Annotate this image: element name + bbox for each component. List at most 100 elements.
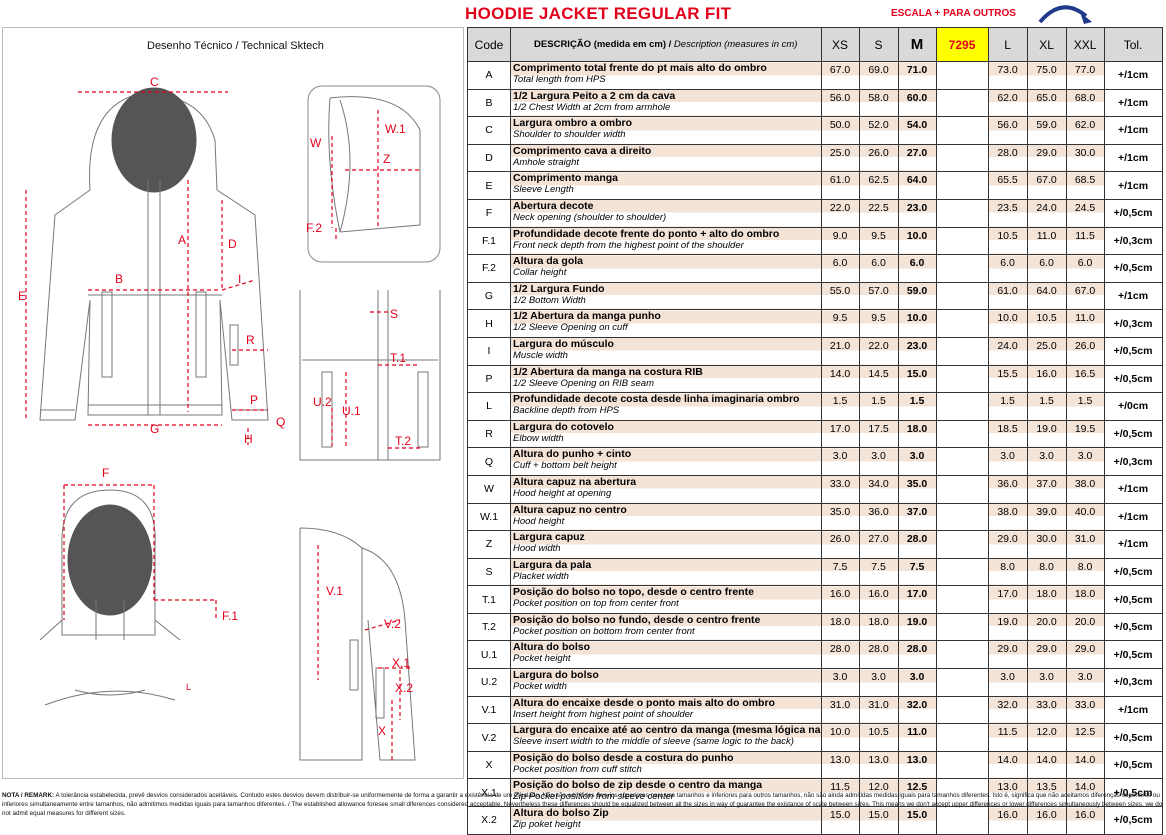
value-xs: 21.0: [820, 336, 860, 366]
value-xxl: 3.0: [1065, 447, 1105, 476]
value-ref: [935, 502, 989, 532]
value-xl: 16.0: [1026, 364, 1067, 394]
value-s: 22.5: [858, 198, 899, 228]
value-m: 27.0: [897, 143, 937, 173]
description-pt: Comprimento manga: [513, 172, 619, 185]
value-ref: [935, 585, 989, 614]
label-x1: X.1: [392, 656, 410, 670]
description-en: Collar height: [513, 267, 567, 279]
value-ref: [935, 336, 989, 366]
value-m: 18.0: [897, 419, 937, 449]
value-tolerance: +/0,5cm: [1103, 585, 1163, 614]
value-ref: [935, 309, 989, 338]
value-xxl: 18.0: [1065, 585, 1105, 614]
value-ref: [935, 474, 989, 504]
value-tolerance: +/1cm: [1103, 530, 1163, 559]
row-code: W: [467, 474, 511, 504]
row-code: B: [467, 88, 511, 118]
label-l: L: [186, 682, 191, 692]
value-tolerance: +/1cm: [1103, 143, 1163, 173]
header-m: M: [897, 27, 937, 62]
description-pt: Largura da pala: [513, 558, 592, 571]
value-ref: [935, 668, 989, 697]
value-m: 35.0: [897, 474, 937, 504]
value-xxl: 11.5: [1065, 226, 1105, 256]
row-code: V.2: [467, 723, 511, 752]
value-xs: 17.0: [820, 419, 860, 449]
value-m: 64.0: [897, 171, 937, 200]
value-l: 3.0: [987, 447, 1028, 476]
value-xxl: 67.0: [1065, 281, 1105, 311]
value-xxl: 40.0: [1065, 502, 1105, 532]
description-en: Cuff + bottom belt height: [513, 460, 617, 472]
description-pt: Altura do encaixe desde o ponto mais alt…: [513, 696, 775, 709]
sketch-panel: [2, 27, 464, 779]
value-m: 1.5: [897, 392, 937, 421]
value-xxl: 77.0: [1065, 61, 1105, 90]
value-xs: 35.0: [820, 502, 860, 532]
description-en: 1/2 Sleeve Opening on RIB seam: [513, 377, 655, 389]
value-xl: 29.0: [1026, 640, 1067, 670]
value-ref: [935, 447, 989, 476]
value-xxl: 68.5: [1065, 171, 1105, 200]
value-xxl: 12.5: [1065, 723, 1105, 752]
value-ref: [935, 364, 989, 394]
value-s: 16.0: [858, 585, 899, 614]
measurement-table: Code DESCRIÇÃO (medida em cm) / Descript…: [467, 27, 1163, 835]
value-l: 13.0: [987, 778, 1028, 808]
row-code: F.2: [467, 254, 511, 283]
value-xl: 3.0: [1026, 668, 1067, 697]
description-en: Hood width: [513, 543, 561, 555]
sketch-labels: C A D B I E R P Q G H W W.1 Z F.2 S T.1 …: [18, 75, 413, 738]
description-en: Shoulder to shoulder width: [513, 129, 626, 141]
value-xxl: 62.0: [1065, 116, 1105, 145]
description-pt: Largura do músculo: [513, 337, 614, 350]
value-xs: 3.0: [820, 668, 860, 697]
value-l: 19.0: [987, 612, 1028, 642]
value-tolerance: +/0,3cm: [1103, 668, 1163, 697]
label-c: C: [150, 75, 159, 89]
value-s: 31.0: [858, 695, 899, 725]
label-q: Q: [276, 415, 285, 429]
value-ref: [935, 612, 989, 642]
value-m: 7.5: [897, 557, 937, 587]
description-en: Zip Pocket position from sleeve center: [513, 791, 675, 803]
value-m: 71.0: [897, 61, 937, 90]
label-d: D: [228, 237, 237, 251]
value-m: 60.0: [897, 88, 937, 118]
label-x: X: [378, 724, 386, 738]
value-tolerance: +/0,5cm: [1103, 640, 1163, 670]
value-m: 19.0: [897, 612, 937, 642]
description-en: Sleeve insert width to the middle of sle…: [513, 736, 794, 748]
value-xl: 19.0: [1026, 419, 1067, 449]
value-m: 12.5: [897, 778, 937, 808]
row-code: U.1: [467, 640, 511, 670]
value-l: 14.0: [987, 750, 1028, 780]
value-xl: 14.0: [1026, 750, 1067, 780]
value-xs: 18.0: [820, 612, 860, 642]
description-pt: Altura capuz no centro: [513, 503, 627, 516]
value-ref: [935, 419, 989, 449]
value-xl: 1.5: [1026, 392, 1067, 421]
value-xl: 64.0: [1026, 281, 1067, 311]
row-description: Profundidade decote frente do ponto + al…: [510, 226, 822, 256]
value-tolerance: +/0,5cm: [1103, 198, 1163, 228]
description-en: Front neck depth from the highest point …: [513, 239, 744, 251]
value-tolerance: +/0,5cm: [1103, 336, 1163, 366]
label-u2: U.2: [313, 395, 332, 409]
value-l: 10.0: [987, 309, 1028, 338]
value-m: 23.0: [897, 198, 937, 228]
value-xl: 33.0: [1026, 695, 1067, 725]
